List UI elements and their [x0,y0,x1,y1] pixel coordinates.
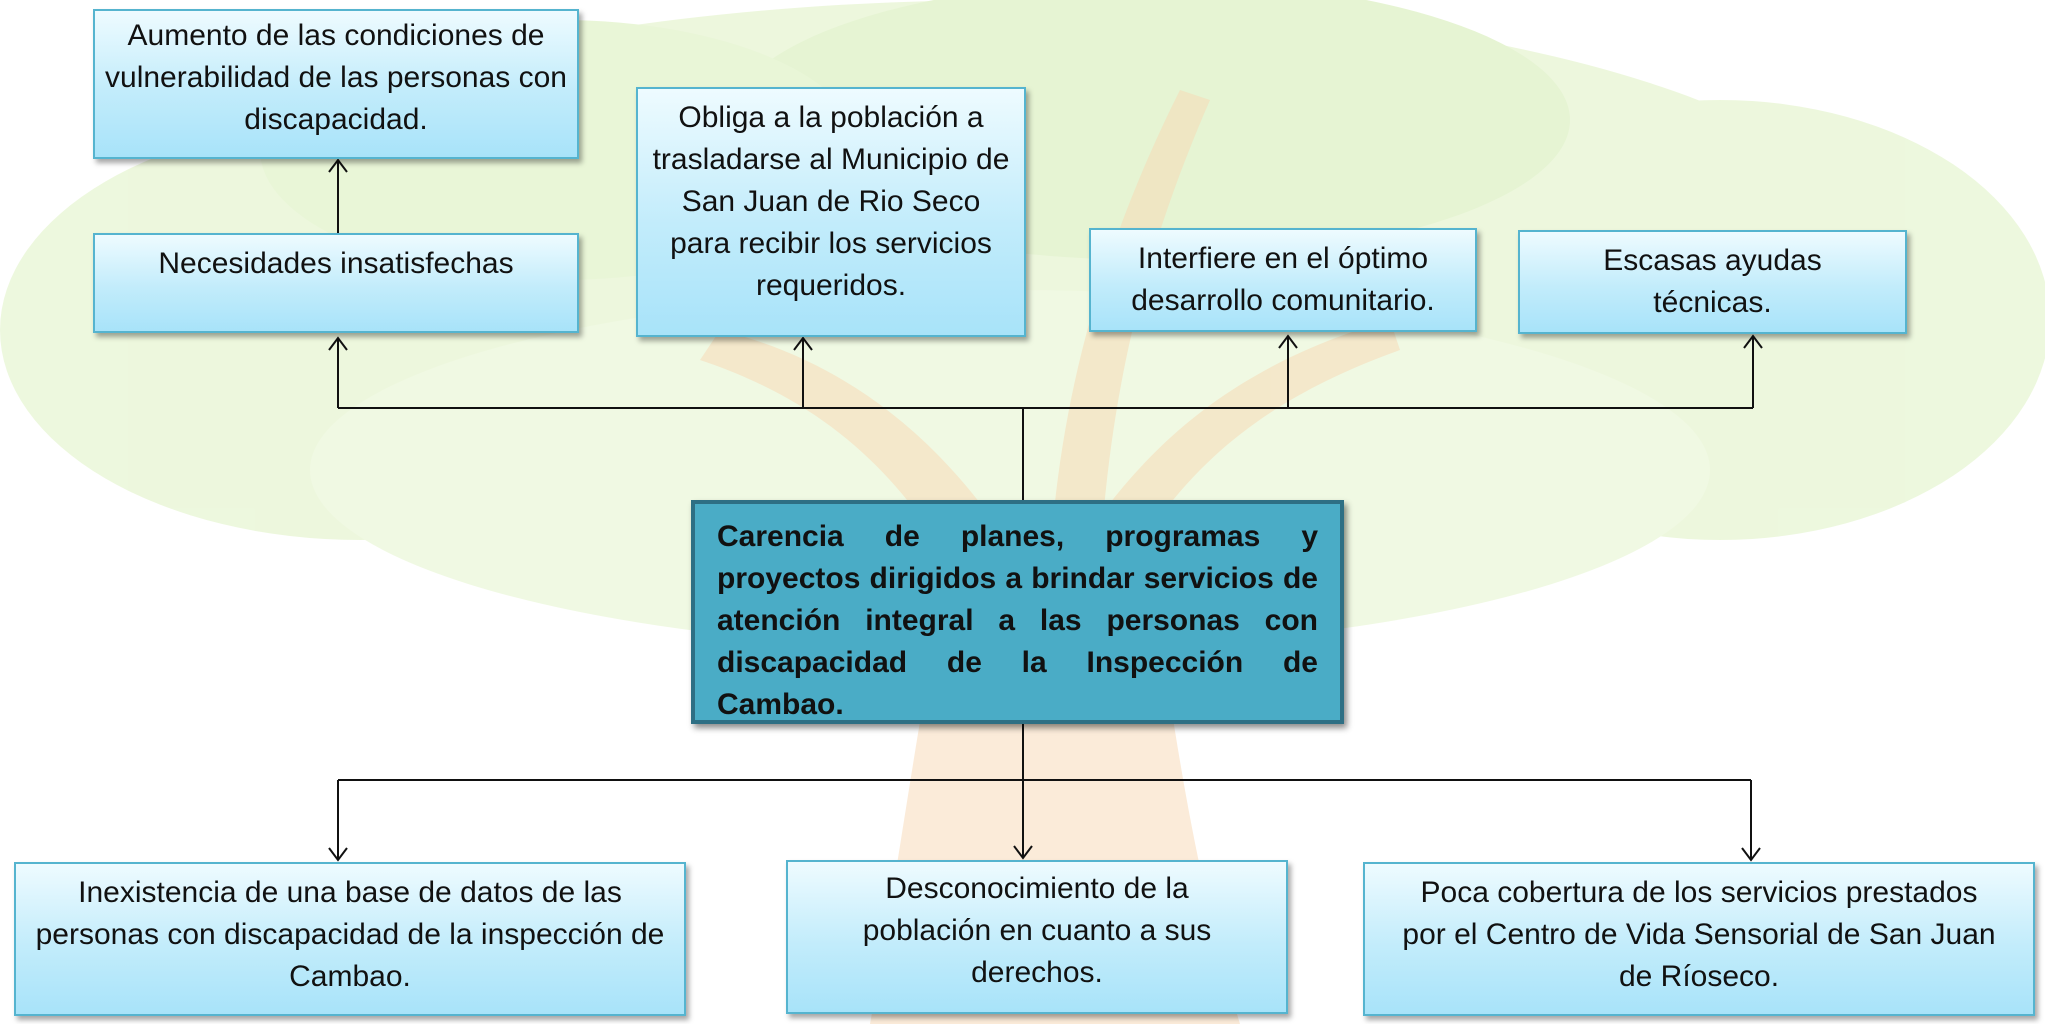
effect-text: Aumento de las condiciones de vulnerabil… [105,19,567,136]
arrowhead-up [793,336,813,351]
effect-box-relocation: Obliga a la población a trasladarse al M… [636,87,1026,337]
arrowhead-up [328,158,348,173]
effect-box-technical-aids: Escasas ayudas técnicas. [1518,230,1907,334]
arrowhead-down [1741,847,1761,862]
cause-box-coverage: Poca cobertura de los servicios prestado… [1363,862,2035,1016]
cause-box-database: Inexistencia de una base de datos de las… [14,862,686,1016]
effect-text: Obliga a la población a trasladarse al M… [652,101,1010,302]
cause-box-rights-awareness: Desconocimiento de la población en cuant… [786,860,1288,1014]
effect-text: Interfiere en el óptimo desarrollo comun… [1131,242,1435,317]
cause-text: Poca cobertura de los servicios prestado… [1402,876,1996,993]
cause-text: Inexistencia de una base de datos de las… [35,876,665,993]
effect-text: Escasas ayudas técnicas. [1603,244,1822,319]
arrowhead-up [1743,334,1763,349]
effect-box-vulnerability: Aumento de las condiciones de vulnerabil… [93,9,579,159]
effect-text: Necesidades insatisfechas [158,247,514,280]
effect-box-unmet-needs: Necesidades insatisfechas [93,233,579,333]
arrowhead-up [328,336,348,351]
arrowhead-up [1278,334,1298,349]
central-problem-box: Carencia de planes, programas y proyecto… [691,500,1344,724]
central-problem-text: Carencia de planes, programas y proyecto… [717,520,1318,721]
effect-box-community-development: Interfiere en el óptimo desarrollo comun… [1089,228,1477,332]
arrowhead-down [328,847,348,862]
arrowhead-down [1013,845,1033,860]
cause-text: Desconocimiento de la población en cuant… [862,872,1212,989]
